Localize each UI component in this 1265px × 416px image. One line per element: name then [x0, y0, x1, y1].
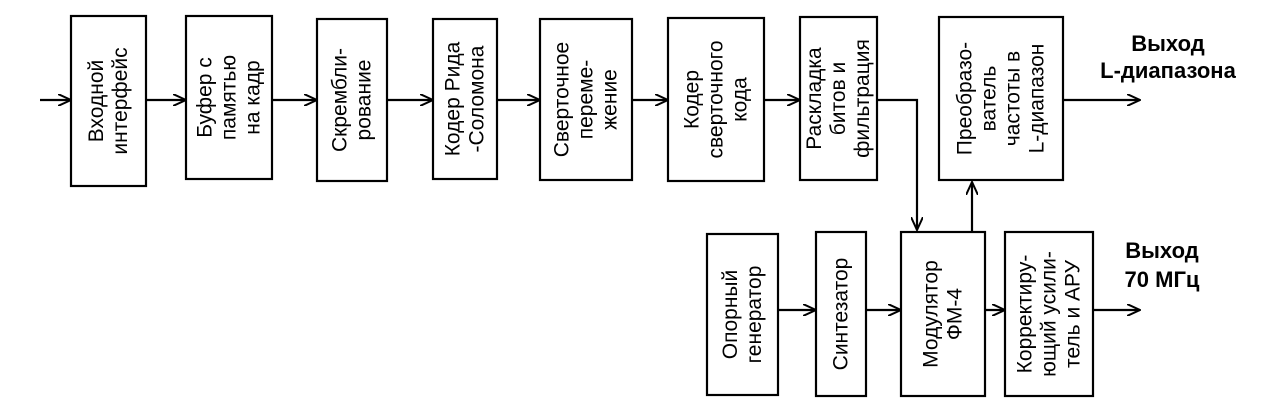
block-label-line: рование — [353, 60, 376, 141]
block-frame — [184, 14, 274, 181]
block-label-line: Преобразо- — [954, 42, 977, 155]
block-frame — [666, 16, 766, 183]
block-label-line: сверточного — [705, 40, 728, 158]
block-scrambling: Скрембли-рование — [315, 17, 389, 183]
block-label-line: частоты в — [1002, 51, 1025, 146]
block-frame — [705, 232, 780, 397]
block-label-line: -Соломона — [466, 45, 489, 152]
block-label-line: тель и АРУ — [1062, 259, 1085, 368]
block-frame — [431, 17, 499, 181]
block-frame — [899, 230, 987, 398]
block-corrector-amplifier: Корректиру-ющий усили-тель и АРУ — [1003, 230, 1095, 398]
block-frame — [814, 230, 868, 398]
block-label-line: Опорный — [719, 270, 742, 360]
block-label-line: переме- — [575, 60, 598, 140]
block-label-line: кода — [729, 77, 752, 122]
mhz70-output-label-line1: Выход — [1125, 238, 1199, 263]
block-label-line: Скрембли- — [329, 48, 352, 152]
block-label-line: жение — [599, 69, 622, 130]
block-label-line: ватель — [978, 66, 1001, 132]
block-frame — [937, 15, 1065, 182]
block-label-line: Кодер — [681, 70, 704, 129]
connections — [40, 100, 1140, 310]
block-label-line: на кадр — [242, 60, 265, 134]
block-frame — [1003, 230, 1095, 398]
block-synthesizer: Синтезатор — [814, 230, 868, 398]
block-frame — [315, 17, 389, 183]
mhz70-output-label-line2: 70 МГц — [1125, 267, 1200, 292]
block-label-line: битов и — [827, 62, 850, 136]
block-label-line: Сверточное — [551, 42, 574, 157]
block-label-line: генератор — [743, 266, 766, 364]
block-label-line: Модулятор — [920, 260, 943, 368]
block-label-line: ющий усили- — [1038, 251, 1061, 377]
block-label-line: Синтезатор — [830, 258, 853, 371]
block-label-line: Раскладка — [803, 47, 826, 150]
block-frame — [798, 15, 879, 182]
arrow-bit-mapping-to-modulator — [877, 98, 917, 230]
l-band-output-label-line1: Выход — [1131, 31, 1205, 56]
block-frame — [538, 17, 634, 182]
block-label-line: фильтрация — [851, 39, 874, 158]
block-label-line: ФМ-4 — [944, 288, 967, 340]
block-label-line: интерфейс — [109, 47, 132, 154]
block-label-line: Буфер с — [194, 57, 217, 138]
block-frame — [69, 14, 148, 188]
block-label-line: L-диапазон — [1026, 44, 1049, 154]
block-label-line: Кодер Рида — [442, 41, 465, 156]
l-band-output-label-line2: L-диапазона — [1100, 58, 1236, 83]
block-label-line: Входной — [85, 60, 108, 143]
block-label-line: памятью — [218, 55, 241, 140]
block-label-line: Корректиру- — [1014, 255, 1037, 374]
block-reed-solomon: Кодер Рида-Соломона — [431, 17, 499, 181]
